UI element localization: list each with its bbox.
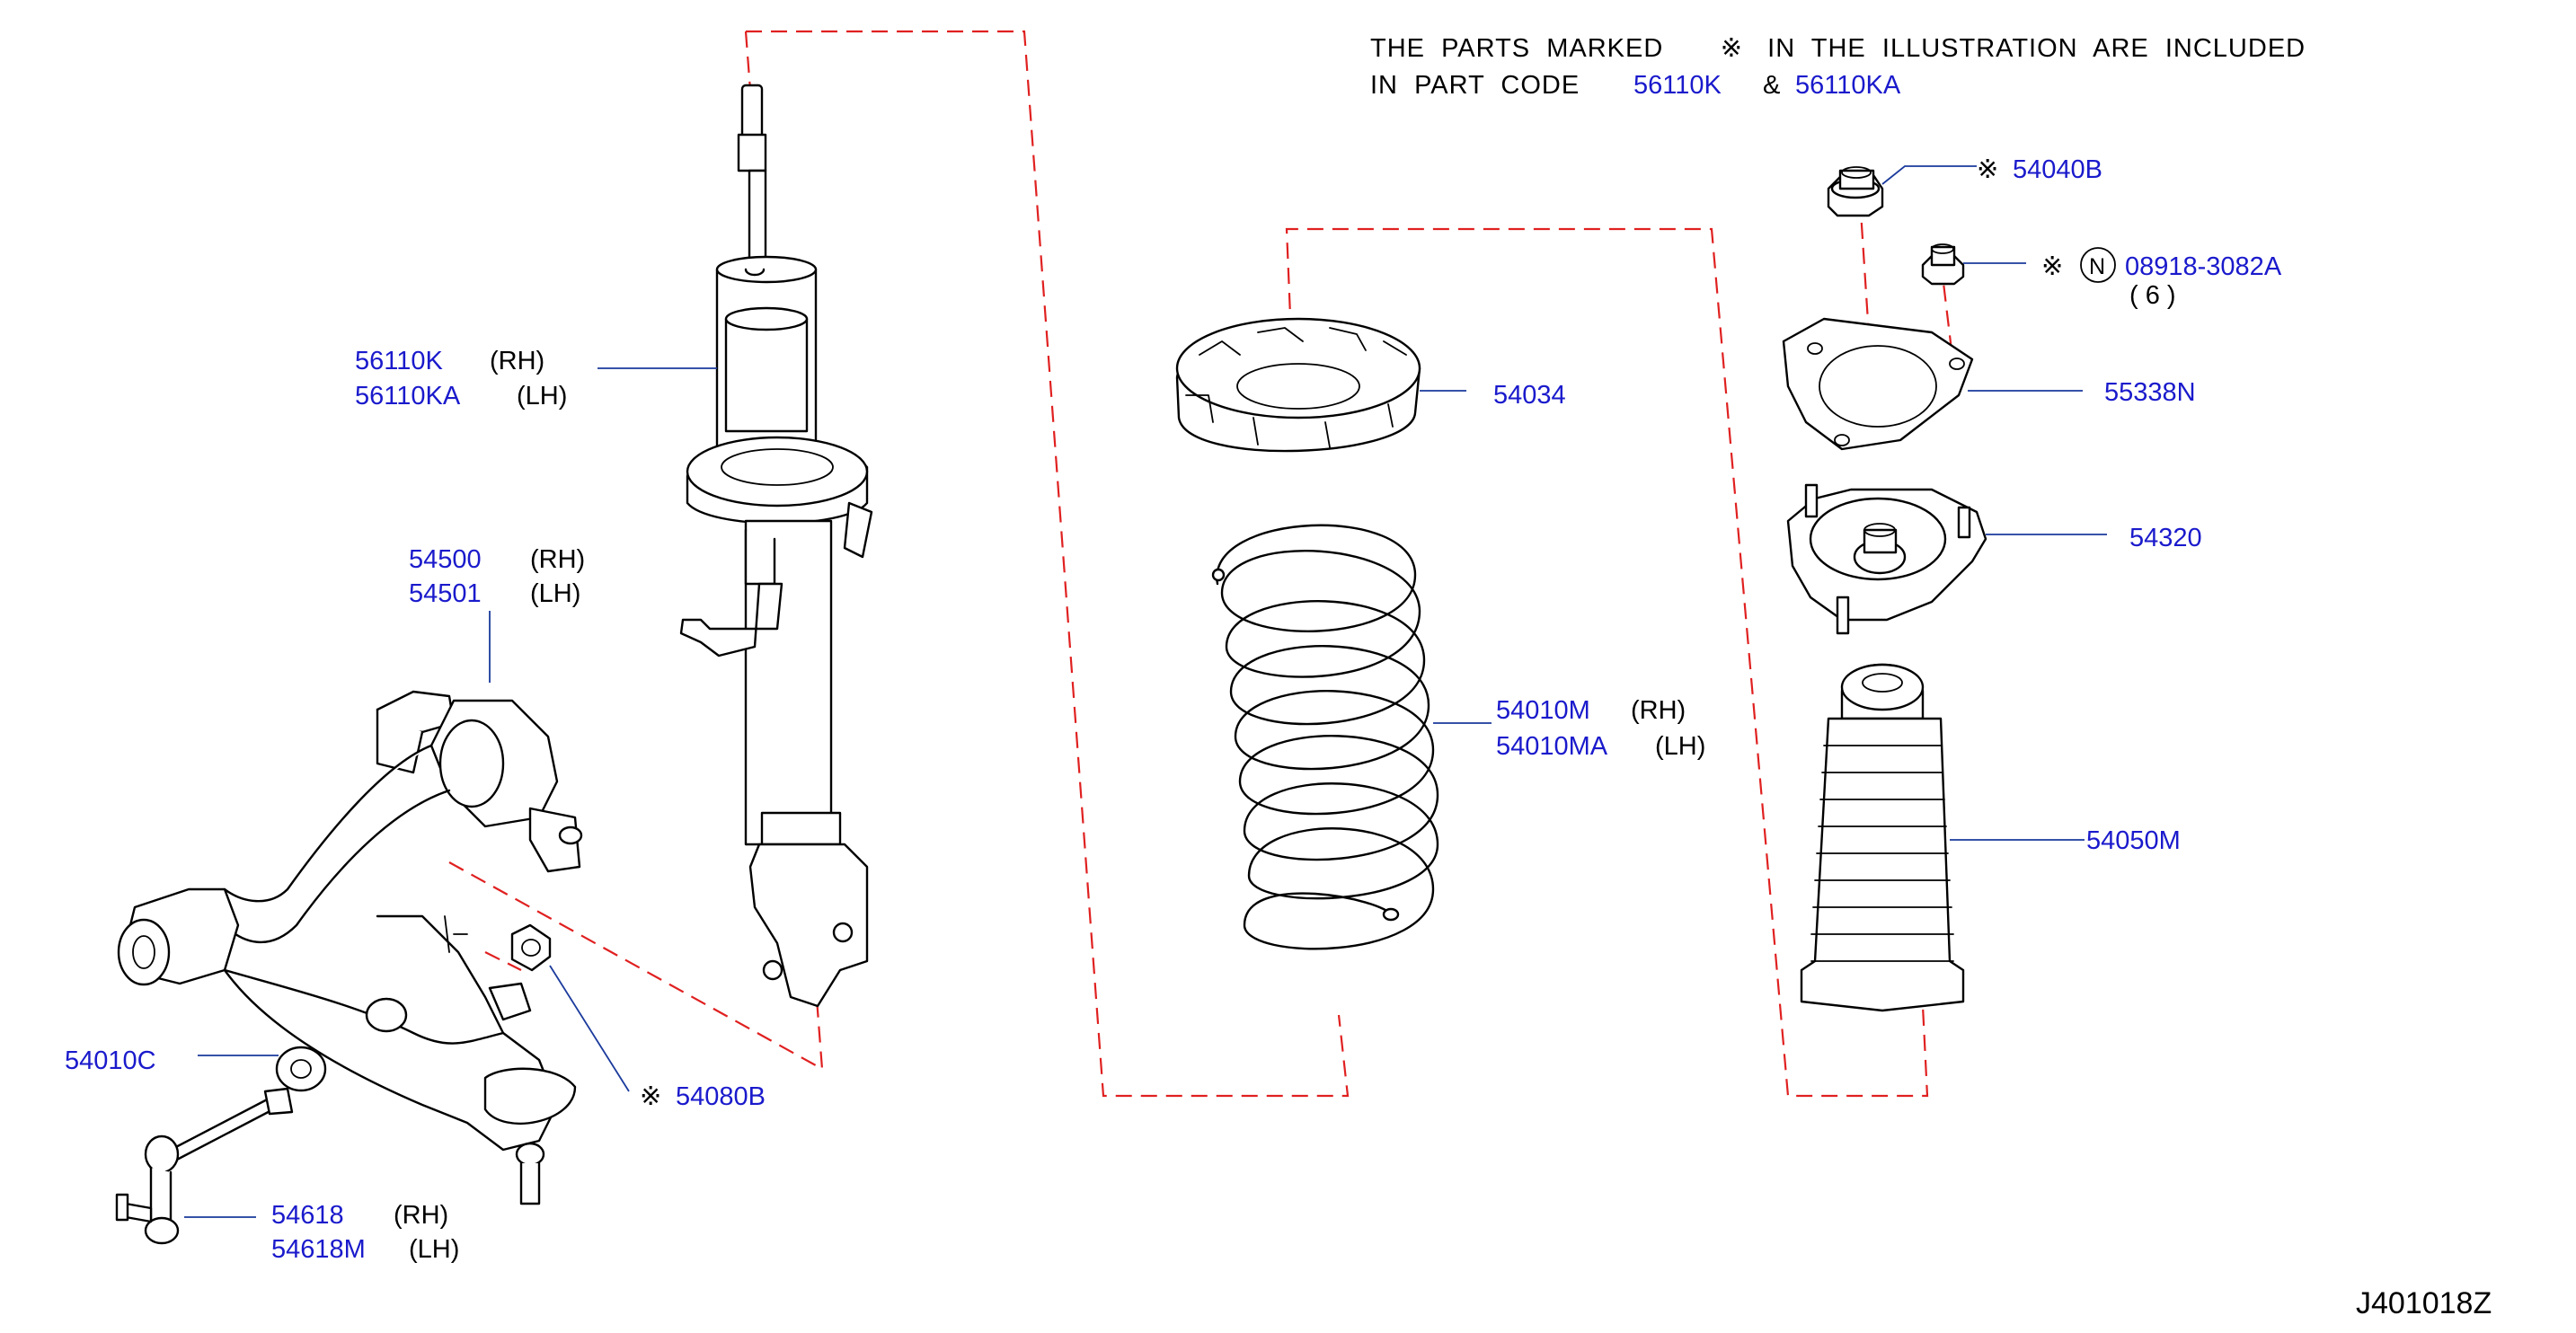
small-fasteners	[275, 923, 552, 1092]
mounting-plate	[1782, 317, 1974, 451]
label-spring-rh-code[interactable]: 54010M	[1496, 696, 1590, 725]
label-nutn-circle-ring	[2080, 247, 2116, 283]
label-seat-code[interactable]: 54034	[1493, 381, 1566, 410]
label-nutn-code[interactable]: 08918-3082A	[2125, 252, 2282, 281]
label-link-rh-side: (RH)	[394, 1201, 448, 1230]
flange-nut	[1921, 243, 1965, 286]
drawing-number: J401018Z	[2356, 1286, 2492, 1320]
label-link-lh-code[interactable]: 54618M	[271, 1235, 366, 1264]
label-arm-rh-side: (RH)	[530, 545, 585, 574]
label-link-lh-side: (LH)	[409, 1235, 459, 1264]
leader-lines	[184, 165, 2107, 1218]
label-nut40-mark: ※	[1977, 155, 1998, 184]
label-mount-code[interactable]: 54320	[2129, 524, 2202, 552]
label-washer-code[interactable]: 54010C	[65, 1046, 156, 1075]
label-arm-lh-side: (LH)	[530, 579, 580, 608]
label-nutn-circle: N	[2089, 254, 2105, 279]
note-line-2: IN PART CODE	[1370, 71, 1580, 100]
strut-mount	[1786, 483, 1987, 635]
label-plate-code[interactable]: 55338N	[2104, 378, 2196, 407]
label-nut80-code[interactable]: 54080B	[676, 1082, 766, 1111]
label-nutn-qty: ( 6 )	[2129, 281, 2176, 310]
label-strut-rh-side: (RH)	[490, 347, 544, 375]
label-spring-lh-side: (LH)	[1655, 732, 1705, 761]
label-strut-lh-code[interactable]: 56110KA	[355, 382, 461, 410]
label-arm-rh-code[interactable]: 54500	[409, 545, 482, 574]
note-code-a[interactable]: 56110K	[1633, 71, 1722, 100]
label-arm-lh-code[interactable]: 54501	[409, 579, 482, 608]
note-amp: &	[1763, 71, 1781, 100]
label-nutn-mark: ※	[2041, 252, 2063, 281]
label-spring-lh-code[interactable]: 54010MA	[1496, 732, 1608, 761]
strut-assembly	[679, 84, 873, 1008]
label-link-rh-code[interactable]: 54618	[271, 1201, 344, 1230]
assembly-guide-lines	[350, 30, 1953, 1098]
upper-nut	[1827, 166, 1884, 217]
bound-bumper	[1800, 663, 1965, 1012]
note-line-1: THE PARTS MARKED ※ IN THE ILLUSTRATION A…	[1370, 34, 2306, 63]
label-strut-lh-side: (LH)	[517, 382, 567, 410]
spring-seat	[1175, 317, 1421, 453]
stabilizer-link	[115, 1087, 294, 1245]
coil-spring	[1211, 524, 1439, 950]
note-code-b[interactable]: 56110KA	[1795, 71, 1901, 100]
label-nut40-code[interactable]: 54040B	[2013, 155, 2102, 184]
label-strut-rh-code[interactable]: 56110K	[355, 347, 443, 375]
label-spring-rh-side: (RH)	[1631, 696, 1686, 725]
lower-arm	[117, 690, 583, 1205]
label-nut80-mark: ※	[640, 1082, 661, 1111]
label-bound-code[interactable]: 54050M	[2086, 826, 2181, 855]
